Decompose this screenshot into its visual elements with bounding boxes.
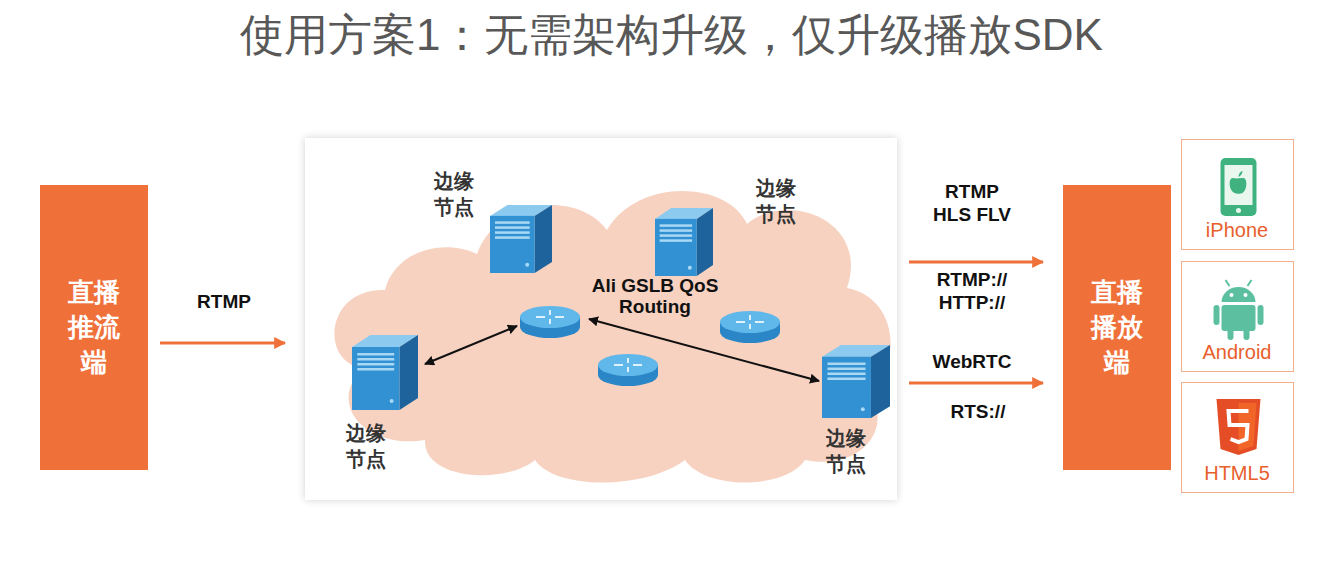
- cloud-illustration: [305, 138, 897, 500]
- edge-server: 边缘节点: [490, 205, 552, 273]
- box-label: 直播播放端: [1090, 275, 1145, 380]
- server-icon: [655, 208, 713, 276]
- flow-arrow: [160, 342, 285, 345]
- flow-arrow: [909, 261, 1043, 264]
- server-icon: [352, 335, 418, 410]
- player-box: 直播播放端: [1063, 185, 1171, 470]
- server-icon: [490, 205, 552, 273]
- link-arrow: [425, 326, 517, 364]
- platform-name: HTML5: [1204, 462, 1270, 485]
- protocol-label: WebRTC: [927, 350, 1017, 373]
- device-box: iPhone: [1181, 139, 1294, 250]
- node-label: 边缘节点: [433, 168, 475, 220]
- device-box: HTML5: [1181, 382, 1294, 493]
- edge-server: 边缘节点: [822, 345, 890, 418]
- cloud-shape: [334, 191, 890, 483]
- router-symbol: [598, 354, 658, 386]
- box-label: 直播推流端: [67, 275, 122, 380]
- server-icon: [822, 345, 890, 418]
- url-scheme-label: RTS://: [938, 400, 1018, 423]
- platform-name: Android: [1203, 341, 1272, 364]
- slide-title: 使用方案1：无需架构升级，仅升级播放SDK: [0, 6, 1343, 65]
- push-box: 直播推流端: [40, 185, 148, 470]
- platform-name: iPhone: [1206, 219, 1268, 242]
- routing-label: Ali GSLB QoS Routing: [575, 276, 735, 318]
- node-label: 边缘节点: [345, 420, 387, 472]
- flow-arrow: [909, 382, 1043, 385]
- edge-server: 边缘节点: [655, 208, 713, 276]
- protocol-label: RTMP HLS FLV: [932, 180, 1012, 226]
- link-arrow: [589, 319, 819, 381]
- url-scheme-label: RTMP:// HTTP://: [927, 268, 1017, 314]
- router-symbol: [520, 306, 580, 338]
- cdn-panel: Ali GSLB QoS Routing边缘节点边缘节点边缘节点边缘节点: [305, 138, 897, 500]
- edge-server: 边缘节点: [352, 335, 418, 410]
- protocol-label: RTMP: [179, 290, 269, 313]
- device-box: Android: [1181, 261, 1294, 372]
- node-label: 边缘节点: [825, 425, 867, 477]
- node-label: 边缘节点: [755, 175, 797, 227]
- router-symbol: [720, 311, 780, 343]
